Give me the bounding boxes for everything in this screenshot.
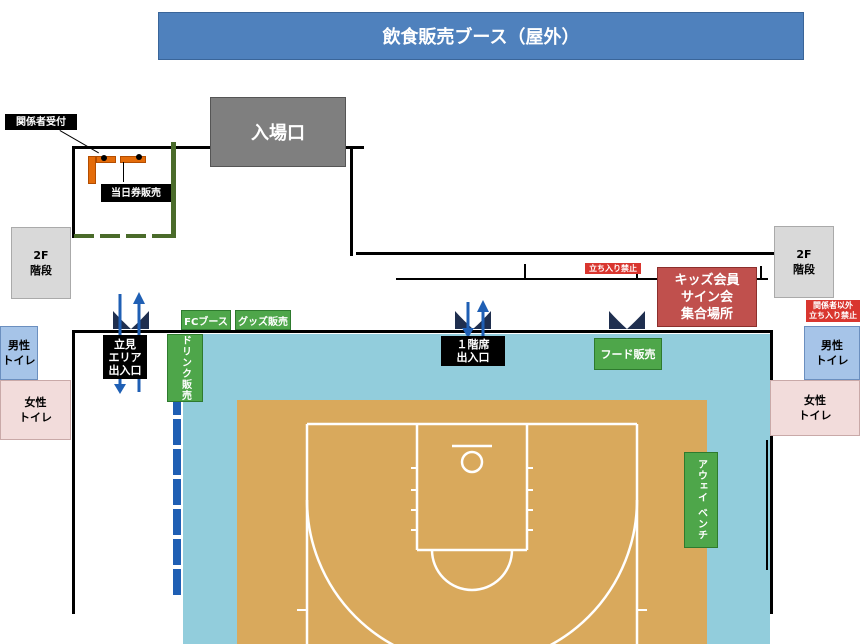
flow-arrows-center [462,300,489,338]
seat-block [172,538,182,566]
seat-block [172,418,182,446]
main-entrance: 入場口 [210,97,346,167]
drink-sale-booth: ドリンク販売 [167,334,203,402]
toilet-male-left-line1: 男性 [8,339,30,352]
toilet-female-right: 女性 トイレ [770,380,860,436]
staff-reception-pointer [59,130,99,154]
no-entry-staff-line1: 関係者以外 [813,301,853,310]
arena-top-wall [72,330,772,333]
toilet-female-left-line1: 女性 [24,396,47,409]
toilet-male-right: 男性 トイレ [804,326,860,380]
standing-area-line2: エリア [108,350,142,364]
kids-members-meeting-point: キッズ会員 サイン会 集合場所 [657,267,757,327]
stairs-right-line1: 2F [796,248,812,261]
no-entry-label: 立ち入り禁止 [585,263,641,274]
wall-arena-right [770,330,773,614]
fc-booth: FCブース [181,310,231,330]
stairs-left-line2: 階段 [30,264,52,277]
wall-top-right [346,146,364,149]
green-partition-vertical [171,142,176,238]
no-entry-staff-line2: 立ち入り禁止 [809,311,857,320]
basketball-court [237,400,707,644]
seat-column [172,388,182,600]
stairs-right: 2F 階段 [774,226,834,298]
toilet-female-right-line1: 女性 [804,394,826,407]
first-floor-entrance-label: １階席 出入口 [441,336,505,366]
seat-block [172,568,182,596]
toilet-male-right-line1: 男性 [821,339,843,352]
stairs-right-line2: 階段 [793,263,815,276]
wall-lower-horizontal [396,278,768,280]
wall-left-upper [72,146,75,238]
toilet-male-left: 男性 トイレ [0,326,38,380]
toilet-female-right-line2: トイレ [798,409,832,422]
reception-desk-2 [120,156,146,163]
wall-tick-3 [760,266,762,280]
wall-inner-vertical [350,146,353,256]
seat-block [172,478,182,506]
standing-area-entrance-label: 立見 エリア 出入口 [103,335,147,379]
wall-top-left [72,146,210,149]
wall-tick-1 [524,264,526,278]
staff-reception-label: 関係者受付 [5,114,77,130]
seat-block [172,508,182,536]
toilet-male-left-line2: トイレ [2,354,36,367]
same-day-ticket-label: 当日券販売 [101,184,171,202]
green-partition-horizontal [74,234,174,238]
first-floor-line1: １階席 [456,338,490,351]
wall-mid-horizontal [356,252,774,255]
standing-area-line1: 立見 [114,337,136,351]
stairs-left: 2F 階段 [11,227,71,299]
ticket-pointer [123,162,124,182]
toilet-female-left: 女性 トイレ [0,380,71,440]
seat-block [172,448,182,476]
first-floor-line2: 出入口 [456,351,490,364]
title-banner: 飲食販売ブース（屋外） [158,12,804,60]
stairs-left-line1: 2F [33,249,49,262]
no-entry-except-staff-label: 関係者以外 立ち入り禁止 [806,300,860,322]
desk-dot-1 [101,155,107,161]
toilet-female-left-line2: トイレ [19,411,52,424]
goods-sale-booth: グッズ販売 [235,310,291,330]
desk-dot-2 [136,154,142,160]
standing-area-line3: 出入口 [108,363,142,377]
wall-arena-left [72,330,75,614]
reception-desk-vertical [88,156,96,184]
kids-line2: サイン会 [680,289,733,305]
door-icon [609,311,645,329]
away-bench: アウェイ ベンチ [684,452,718,548]
toilet-male-right-line2: トイレ [815,354,849,367]
wall-right-edge [766,440,768,570]
kids-line1: キッズ会員 [674,272,740,288]
food-sale-booth: フード販売 [594,338,662,370]
kids-line3: 集合場所 [680,306,733,322]
